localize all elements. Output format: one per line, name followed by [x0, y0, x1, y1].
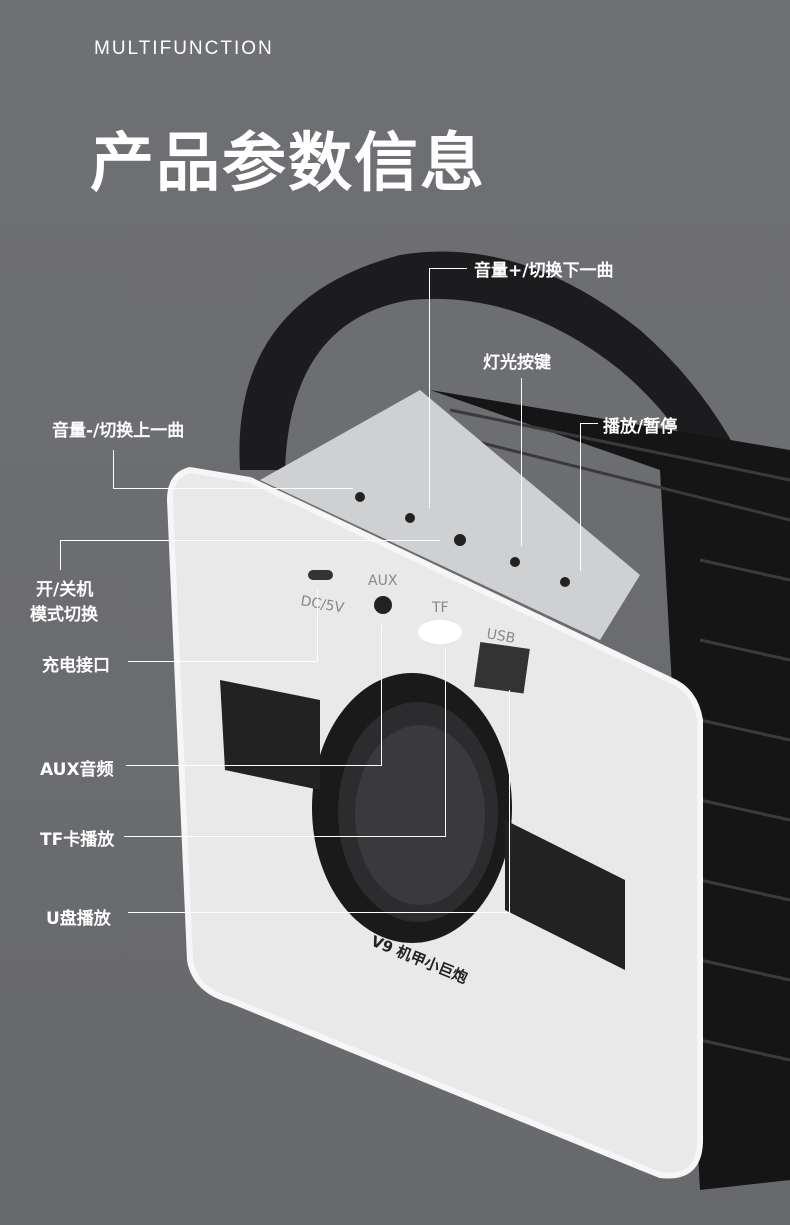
callout-tf: TF卡播放 — [40, 830, 115, 850]
callout-power: 开/关机 — [36, 580, 94, 600]
svg-text:USB: USB — [485, 626, 516, 647]
callout-volume-down: 音量-/切换上一曲 — [52, 421, 185, 441]
subtitle: MULTIFUNCTION — [94, 38, 274, 59]
callout-aux: AUX音频 — [40, 760, 114, 780]
svg-text:DC/5V: DC/5V — [299, 593, 345, 616]
callout-volume-up: 音量+/切换下一曲 — [474, 261, 614, 281]
callout-charge: 充电接口 — [42, 656, 110, 676]
callout-play-pause: 播放/暂停 — [603, 417, 678, 437]
svg-text:TF: TF — [431, 600, 449, 616]
callout-usb: U盘播放 — [46, 909, 111, 929]
svg-text:AUX: AUX — [368, 573, 398, 589]
callout-mode: 模式切换 — [30, 605, 98, 625]
callout-light: 灯光按键 — [483, 353, 551, 373]
page-title: 产品参数信息 — [90, 127, 486, 201]
